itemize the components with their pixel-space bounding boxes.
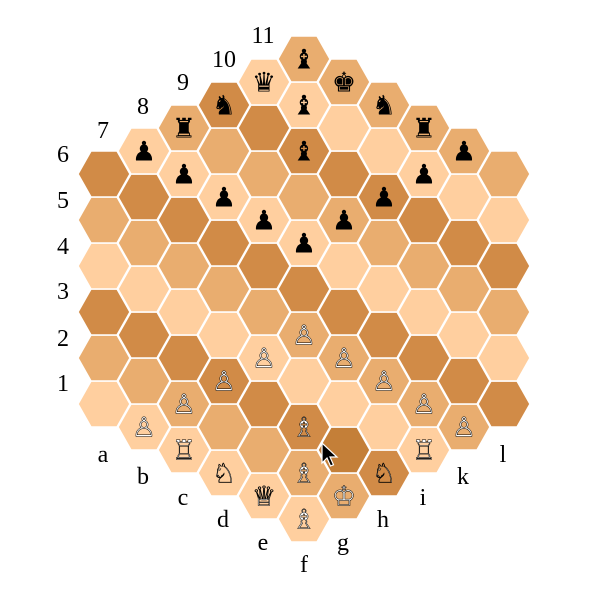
hex-cell-l6[interactable] [477, 150, 531, 198]
rank-label-1: 1 [57, 371, 69, 397]
hex-cell-shape[interactable] [117, 127, 171, 175]
file-label-l: l [500, 442, 507, 468]
file-label-d: d [217, 507, 229, 533]
file-label-e: e [258, 530, 269, 556]
file-label-i: i [420, 485, 427, 511]
file-label-g: g [337, 530, 349, 556]
mouse-pointer-icon [321, 441, 339, 467]
hex-cell-c8[interactable] [157, 104, 211, 152]
hex-cell-shape[interactable] [357, 81, 411, 129]
rank-label-11: 11 [251, 23, 274, 49]
file-label-a: a [98, 442, 109, 468]
hex-cell-a6[interactable] [77, 150, 131, 198]
rank-label-7: 7 [97, 118, 109, 144]
rank-label-6: 6 [57, 142, 69, 168]
rank-label-10: 10 [212, 47, 236, 73]
hex-cell-d9[interactable] [197, 81, 251, 129]
board-coordinates: a b c d e f g h i k l 1 2 3 4 5 6 7 8 9 10 11 [57, 23, 507, 578]
hex-cell-shape[interactable] [77, 150, 131, 198]
hex-cell-shape[interactable] [197, 81, 251, 129]
hex-cell-k7[interactable] [437, 127, 491, 175]
rank-label-5: 5 [57, 188, 69, 214]
hex-cell-shape[interactable] [157, 104, 211, 152]
rank-label-4: 4 [57, 234, 69, 260]
hex-cell-shape[interactable] [317, 58, 371, 106]
hex-cell-b7[interactable] [117, 127, 171, 175]
file-label-k: k [457, 464, 469, 490]
hex-cell-h9[interactable] [357, 81, 411, 129]
hex-cell-shape[interactable] [237, 58, 291, 106]
file-label-b: b [137, 464, 149, 490]
hex-cell-e10[interactable] [237, 58, 291, 106]
rank-label-9: 9 [177, 70, 189, 96]
hex-cell-i8[interactable] [397, 104, 451, 152]
hex-cell-f11[interactable] [277, 35, 331, 83]
rank-label-8: 8 [137, 94, 149, 120]
rank-label-3: 3 [57, 279, 69, 305]
rank-label-2: 2 [57, 326, 69, 352]
hex-cell-shape[interactable] [277, 35, 331, 83]
file-label-h: h [377, 507, 389, 533]
hex-cell-g10[interactable] [317, 58, 371, 106]
hex-cell-shape[interactable] [437, 127, 491, 175]
file-label-c: c [178, 485, 189, 511]
board-cells [77, 35, 531, 543]
file-label-f: f [300, 552, 308, 578]
hex-cell-shape[interactable] [477, 150, 531, 198]
hex-cell-shape[interactable] [397, 104, 451, 152]
